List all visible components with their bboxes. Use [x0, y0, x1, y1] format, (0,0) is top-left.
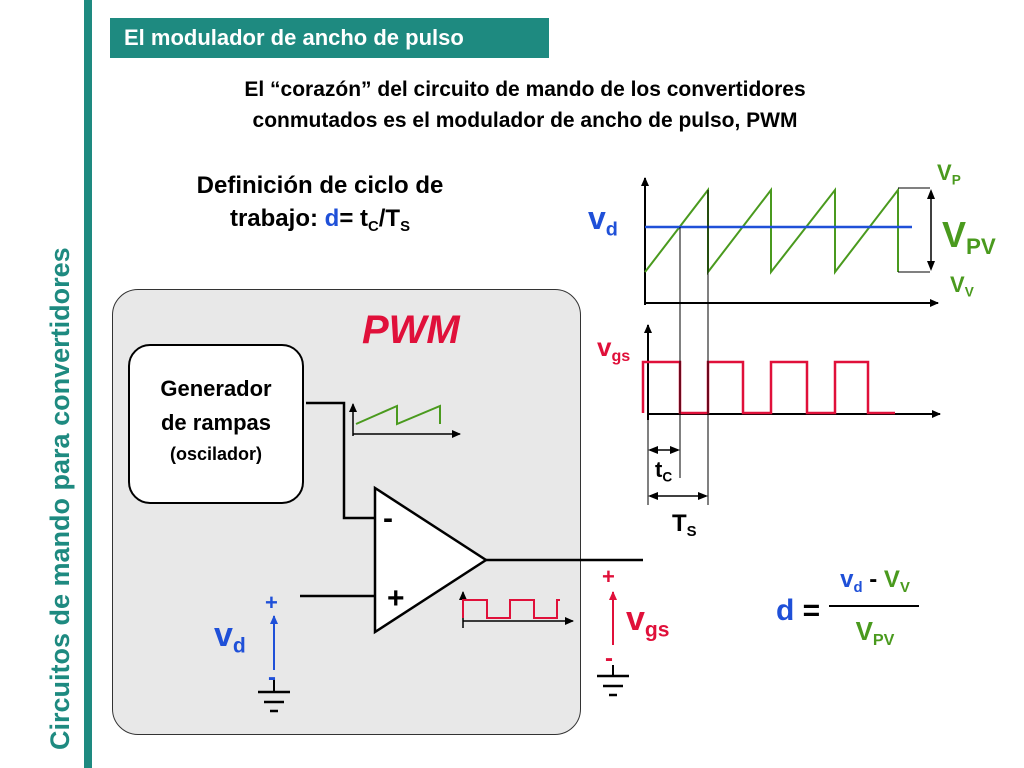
- intro-line-1: El “corazón” del circuito de mando de lo…: [244, 78, 806, 101]
- ts-label: TS: [672, 510, 697, 540]
- definition-slash: /T: [378, 205, 401, 232]
- formula-numerator: vd - VV: [840, 566, 910, 596]
- tc-label: tC: [655, 457, 673, 485]
- intro-line-2: conmutados es el modulador de ancho de p…: [252, 109, 798, 132]
- definition-ts-sub: S: [400, 218, 411, 235]
- vp-label: VP: [937, 160, 961, 188]
- vd-source-minus: -: [268, 664, 276, 691]
- mini-pwm-wave: [462, 599, 560, 619]
- ramp-generator-block: Generador de rampas (oscilador): [128, 344, 304, 504]
- vd-source-label: vd: [214, 616, 246, 658]
- sawtooth-wave: [644, 187, 899, 275]
- vd-source-plus: +: [265, 590, 278, 615]
- sidebar-accent-bar: [84, 0, 92, 768]
- generator-line-3: (oscilador): [169, 444, 262, 464]
- definition-tc-sub: C: [368, 218, 379, 235]
- mini-ramp-wave: [355, 404, 441, 426]
- vd-label: vd: [588, 200, 618, 241]
- formula-lhs: d =: [776, 594, 821, 627]
- generator-line-1: Generador: [160, 376, 272, 401]
- vgs-pulse-wave: [641, 360, 895, 415]
- slide-title: El modulador de ancho de pulso: [110, 18, 549, 58]
- comparator-triangle: [373, 485, 489, 635]
- definition-prefix: trabajo:: [229, 205, 325, 232]
- generator-line-2: de rampas: [160, 410, 272, 435]
- definition-line-1: Definición de ciclo de: [196, 172, 444, 199]
- definition-d: d: [324, 205, 340, 232]
- formula-denominator: VPV: [855, 616, 895, 650]
- definition-line-2: trabajo: d= tC/TS: [150, 205, 490, 235]
- pwm-label: PWM: [362, 308, 460, 352]
- vgs-label: vgs: [597, 332, 631, 366]
- vgs-output-minus: -: [605, 645, 613, 672]
- vgs-output-label: vgs: [626, 600, 670, 642]
- vgs-output-plus: +: [602, 564, 615, 589]
- comparator-minus: -: [383, 502, 393, 535]
- vv-label: VV: [950, 272, 974, 300]
- vpv-label: VPV: [942, 214, 996, 260]
- definition-eq: = t: [339, 205, 369, 232]
- comparator-plus: +: [387, 582, 405, 615]
- ramp-to-comparator-wire: [306, 401, 376, 520]
